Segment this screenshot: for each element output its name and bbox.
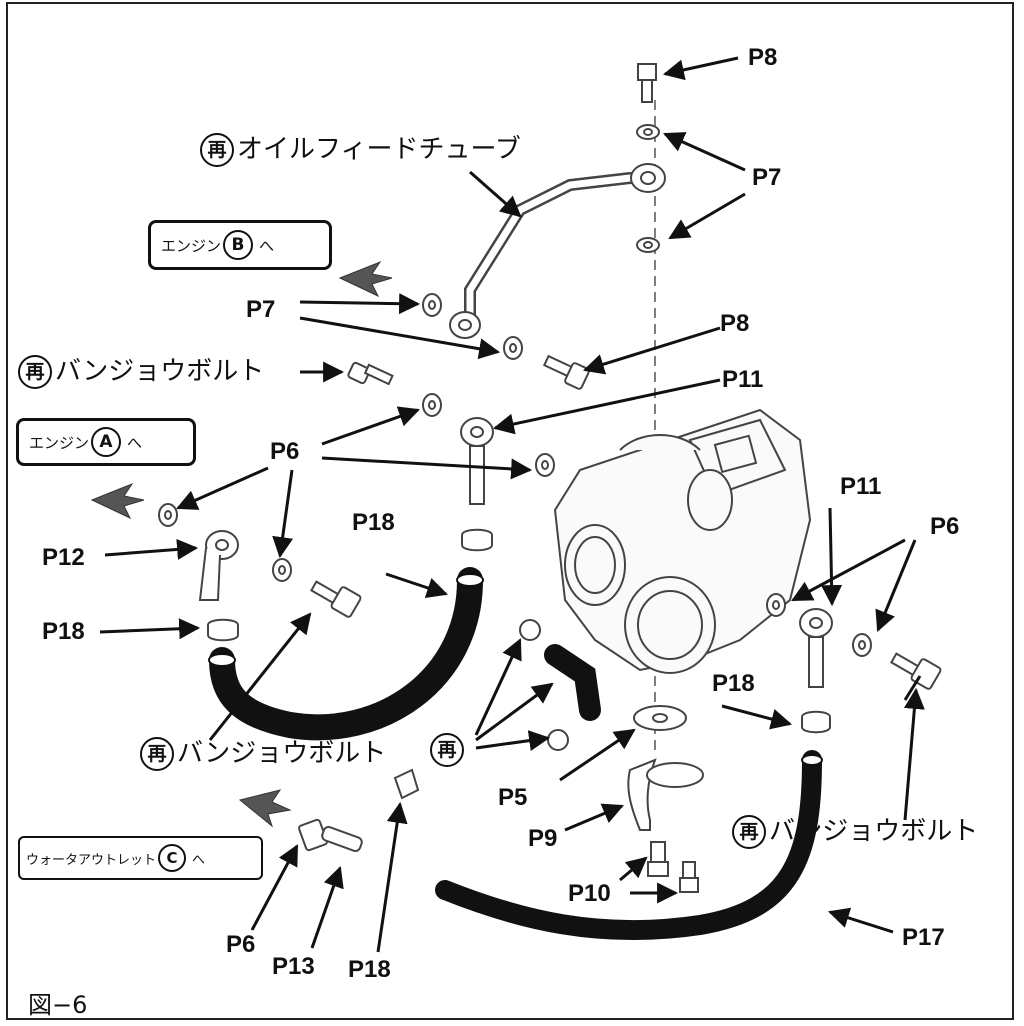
leader-arrows <box>99 56 925 953</box>
part-label-p9: P9 <box>528 825 558 852</box>
part-label-p13: P13 <box>272 953 315 980</box>
hose-clamps <box>207 528 831 800</box>
mark-a: A <box>91 427 122 457</box>
hose-ends <box>208 573 823 766</box>
bolt-p8-top <box>637 63 657 103</box>
oil-hoses <box>209 567 822 941</box>
banjo-fitting-p11-right <box>799 608 833 688</box>
banjo-fitting-p11-upper <box>460 417 494 505</box>
part-label-p5: P5 <box>498 784 528 811</box>
union-p13 <box>298 818 363 853</box>
gasket-p5 <box>633 705 687 731</box>
part-label-p6-bottom: P6 <box>226 931 256 958</box>
part-label-p6-right: P6 <box>930 513 960 540</box>
callout-banjo-bolt-upper: 再バンジョウボルト <box>18 355 264 389</box>
regen-mark: 再 <box>200 133 234 167</box>
part-label-p8-top: P8 <box>748 44 778 71</box>
banjo-bolt-upper <box>347 361 394 386</box>
regen-mark: 再 <box>140 737 174 771</box>
callout-regen-mark-fittings: 再 <box>430 733 467 767</box>
part-label-p18-center: P18 <box>352 509 395 536</box>
drain-pipe-p9 <box>627 758 704 831</box>
part-label-p8-mid: P8 <box>720 310 750 337</box>
banjo-fitting-p12 <box>198 530 239 601</box>
part-label-p18-bottom: P18 <box>348 956 391 983</box>
figure-label: 図−6 <box>28 991 88 1019</box>
mark-c: C <box>158 844 187 872</box>
regen-mark: 再 <box>430 733 464 767</box>
bolt-p8-mid <box>542 354 590 390</box>
mark-b: B <box>223 230 254 260</box>
part-label-p18-right: P18 <box>712 670 755 697</box>
diagram-frame <box>6 2 1014 1020</box>
bolt-p10 <box>647 841 699 893</box>
bolt-left <box>310 580 362 618</box>
oil-feed-tube <box>449 163 666 339</box>
regen-mark: 再 <box>732 815 766 849</box>
callout-banjo-bolt-lower-left: 再バンジョウボルト <box>140 737 386 771</box>
part-label-p7-left: P7 <box>246 296 276 323</box>
direction-arrows <box>90 260 393 828</box>
washers <box>158 124 872 657</box>
callout-oil-feed-tube: 再オイルフィードチューブ <box>200 133 521 167</box>
part-label-p7-right: P7 <box>752 164 782 191</box>
part-label-p6-left: P6 <box>270 438 300 465</box>
regen-mark: 再 <box>18 355 52 389</box>
water-elbow <box>519 619 601 751</box>
part-label-p17: P17 <box>902 924 945 951</box>
callout-banjo-bolt-lower-right: 再バンジョウボルト <box>732 815 978 849</box>
part-label-p18-left: P18 <box>42 618 85 645</box>
part-label-p11-right: P11 <box>840 473 882 500</box>
part-label-p11-upper: P11 <box>722 366 764 393</box>
turbocharger <box>553 408 812 674</box>
part-label-p10: P10 <box>568 880 611 907</box>
part-label-p12: P12 <box>42 544 85 571</box>
bolt-right <box>890 652 942 690</box>
